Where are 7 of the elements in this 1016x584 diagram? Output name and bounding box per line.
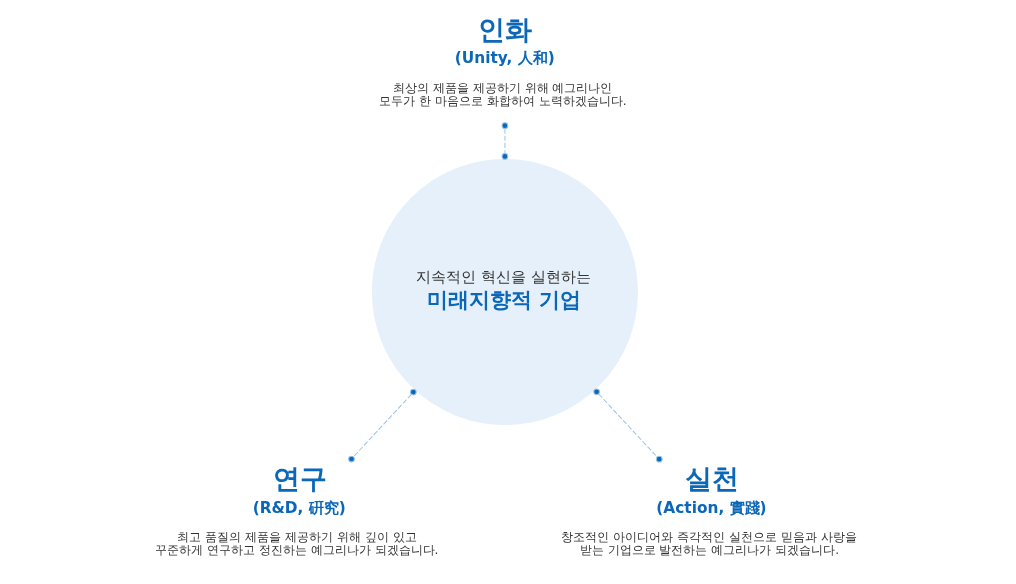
- connector: [501, 122, 508, 160]
- node-text: 연구 (R&D, 硏究) 최고 품질의 제품을 제공하기 위해 깊이 있고 꾸준하게 연구하고 정진하는 예그리나가 되겠습니다.: [154, 462, 438, 558]
- connector: [592, 388, 663, 463]
- connector: [347, 388, 417, 463]
- node-text: 인화 (Unity, 人和) 최상의 제품을 제공하기 위해 예그리나인 모두가 한 마음으로 화합하여 노력하겠습니다.: [378, 13, 627, 108]
- node-circle: 지속적인 혁신을 실현하는 미래지향적 기업: [371, 158, 638, 426]
- node-text: 실천 (Action, 實踐) 창조적인 아이디어와 즉각적인 실천으로 믿음과 사랑을 받는 기업으로 발전하는 예그리나가 되겠습니다.: [560, 462, 857, 558]
